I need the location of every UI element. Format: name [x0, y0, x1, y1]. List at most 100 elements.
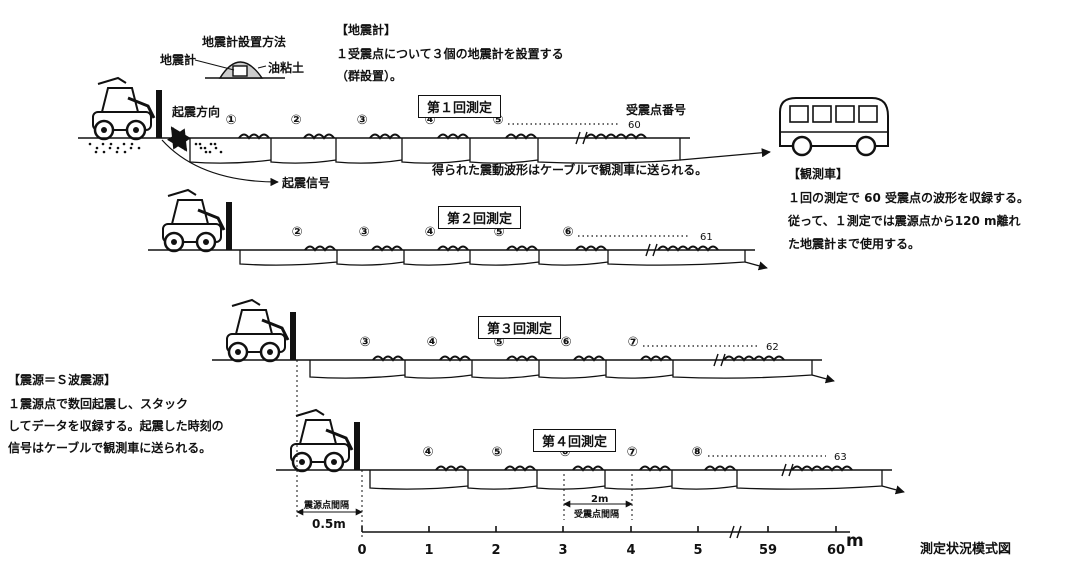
receiver-number-4-5: ⑧ — [691, 445, 702, 460]
source-plate — [226, 202, 232, 250]
observation-car-title: 【観測車】 — [788, 167, 849, 181]
seismometer-group — [753, 355, 785, 362]
clay-label: 油粘土 — [268, 61, 305, 75]
van-window — [812, 105, 832, 123]
receiver-number-1-2: ② — [290, 113, 301, 128]
axis-break — [781, 463, 794, 477]
receiver-number-2-3: ④ — [424, 225, 435, 240]
seismometer-group — [821, 465, 853, 472]
seismometer-group — [437, 245, 469, 252]
receiver-number-2-1: ② — [291, 225, 302, 240]
axis-break — [645, 243, 658, 257]
truck-hub-rear — [101, 127, 107, 133]
truck-roof — [231, 298, 261, 307]
truck-arm — [261, 318, 290, 341]
seismometer-group — [372, 355, 404, 362]
source-note-line2: してデータを収録する。起震した時刻の — [8, 419, 224, 433]
truck-hub-rear — [299, 459, 305, 465]
seismometer-group — [791, 465, 823, 472]
soil-dot — [130, 142, 134, 146]
soil-dot — [115, 150, 119, 154]
soil-dot — [209, 142, 213, 146]
receiver-number-1-5: ⑤ — [492, 113, 503, 128]
seismometer-icon — [232, 65, 248, 77]
soil-dot — [203, 146, 207, 150]
cable-arrow — [744, 261, 768, 271]
seismometer-group — [657, 245, 689, 252]
last-receiver-number-4: 63 — [834, 452, 847, 463]
last-receiver-number-2: 61 — [700, 232, 713, 243]
cable-note: 得られた震動波形はケーブルで観測車に送られる。 — [432, 163, 708, 177]
truck-hub-front — [331, 459, 337, 465]
cable-line — [309, 360, 813, 379]
soil-dot — [194, 142, 198, 146]
soil-dot — [94, 150, 98, 154]
observation-car-line1: １回の測定で 60 受震点の波形を収録する。 — [788, 191, 1030, 205]
scale-tick-label: 5 — [693, 543, 702, 558]
seismometer-note-line1: １受震点について３個の地震計を設置する — [336, 47, 564, 61]
source-signal-label: 起震信号 — [282, 176, 331, 190]
seismometer-group — [575, 245, 607, 252]
cable-arrow — [679, 148, 771, 161]
seismometer-group — [303, 133, 335, 140]
seismometer-group — [704, 465, 736, 472]
receiver-number-3-1: ③ — [359, 335, 370, 350]
seismometer-group — [639, 465, 671, 472]
soil-dot — [137, 146, 141, 150]
measurement-title-4: 第４回測定 — [533, 429, 617, 452]
truck-hub-rear — [171, 239, 177, 245]
cable-arrow — [811, 374, 835, 384]
source-spacing-label: 震源点間隔 — [304, 501, 350, 511]
setup-title: 地震計設置方法 — [202, 35, 287, 49]
truck-roof — [167, 188, 197, 197]
receiver-number-3-3: ⑤ — [493, 335, 504, 350]
cable-line — [189, 138, 681, 164]
soil-dot — [95, 146, 99, 150]
source-note-line3: 信号はケーブルで観測車に送られる。 — [8, 441, 212, 455]
source-signal-line — [161, 139, 279, 187]
truck-roof — [97, 76, 127, 85]
seismometer-note-title: 【地震計】 — [336, 23, 397, 37]
van-window — [835, 105, 855, 123]
receiver-number-3-2: ④ — [426, 335, 437, 350]
seismometer-group — [304, 245, 336, 252]
measurement-title-3: 第３回測定 — [478, 316, 562, 339]
seismometer-group — [572, 465, 604, 472]
scale-tick-label: 59 — [759, 543, 777, 558]
seismometer-group — [369, 133, 401, 140]
truck-arm — [197, 208, 226, 231]
vibrator-truck-1 — [92, 76, 162, 141]
receiver-number-1-4: ④ — [424, 113, 435, 128]
scale-tick-label: 1 — [424, 543, 433, 558]
receiver-number-2-4: ⑤ — [493, 225, 504, 240]
truck-hub-front — [133, 127, 139, 133]
axis-break — [713, 353, 726, 367]
soil-dot — [214, 146, 218, 150]
soil-dot — [109, 142, 113, 146]
source-direction-label: 起震方向 — [172, 105, 221, 119]
soil-dot — [116, 146, 120, 150]
seismometer-group — [437, 133, 469, 140]
seismometer-group — [573, 355, 605, 362]
truck-roof — [295, 408, 325, 417]
figure-caption: 測定状況模式図 — [920, 542, 1012, 557]
measurement-title-2: 第２回測定 — [438, 206, 522, 229]
vibrator-truck-4 — [290, 408, 360, 473]
cable-line — [239, 250, 746, 266]
van-window — [858, 105, 878, 123]
source-spacing-value: 0.5m — [312, 517, 346, 531]
scale-tick-label: 2 — [491, 543, 500, 558]
last-receiver-number-1: 60 — [628, 120, 641, 131]
soil-dot — [122, 142, 126, 146]
soil-dot — [101, 142, 105, 146]
van-wheel-front — [855, 135, 877, 157]
seismometer-label: 地震計 — [160, 53, 197, 67]
seismometer-note-line2: （群設置）。 — [336, 69, 403, 83]
truck-hub-rear — [235, 349, 241, 355]
seismometer-group — [506, 355, 538, 362]
source-plate — [156, 90, 162, 138]
receiver-number-3-5: ⑦ — [627, 335, 638, 350]
van-window — [789, 105, 809, 123]
truck-hub-front — [267, 349, 273, 355]
